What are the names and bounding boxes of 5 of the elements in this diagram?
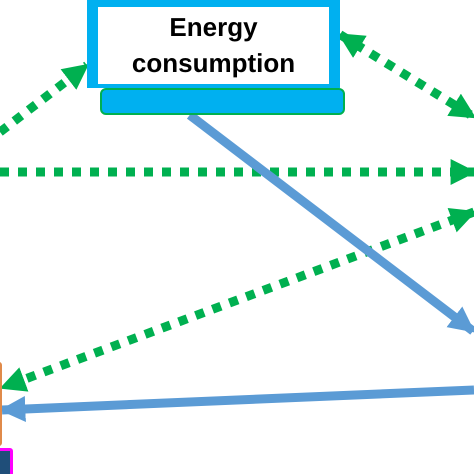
arrow	[0, 386, 474, 422]
arrow	[0, 208, 474, 392]
process-box	[87, 0, 340, 88]
box-label: Energy consumption	[130, 11, 296, 80]
bar	[100, 88, 345, 115]
